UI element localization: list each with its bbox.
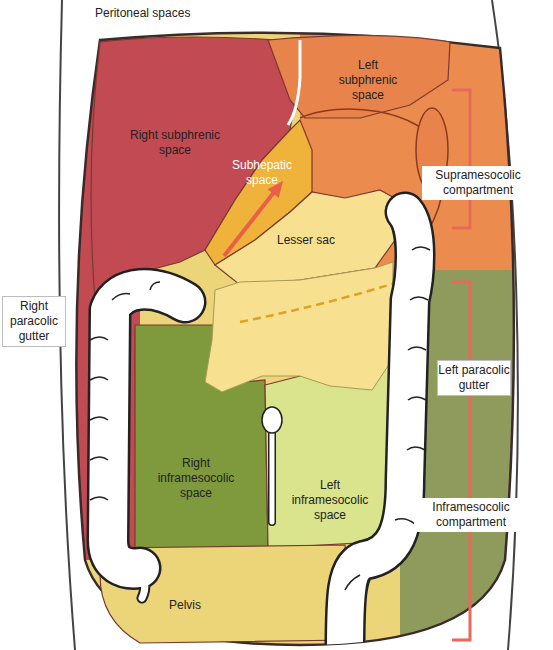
region-shape [262, 358, 417, 553]
appendix [135, 565, 145, 598]
haustra [90, 247, 430, 590]
mesocolon-dash [240, 284, 392, 322]
region-shape [130, 320, 275, 555]
region-label: Pelvis [155, 598, 215, 613]
ascending-colon [108, 289, 185, 568]
region-fill [215, 190, 398, 285]
space-region: Left subphrenic space [265, 28, 455, 123]
region-label: Left inframesocolic space [285, 478, 375, 523]
left-gutter-fill [400, 270, 553, 650]
region-label: Right inframesocolic space [151, 456, 241, 501]
region-label: Right subphrenic space [120, 128, 230, 158]
region-label: Subhepatic space [226, 158, 298, 188]
annotation-label: Left paracolic gutter [437, 360, 511, 396]
colon-outline [345, 212, 415, 650]
region-fill [135, 325, 268, 550]
annotation-label: Inframesocolic compartment [414, 498, 528, 532]
region-fill [268, 35, 450, 118]
cavity-outline [76, 33, 514, 645]
mesentery-root-outline [268, 428, 276, 522]
region-fill [265, 362, 410, 548]
space-region: Left inframesocolic space [262, 358, 417, 553]
space-region: Pelvis [95, 540, 355, 648]
falciform-line [288, 40, 300, 125]
region-label: Lesser sac [266, 233, 346, 248]
descending-colon [345, 212, 415, 650]
compartment-bracket [452, 282, 470, 640]
appendix-outline [135, 565, 145, 598]
annotation-label: Supramesocolic compartment [422, 166, 534, 200]
region-fill [100, 545, 350, 643]
region-label: Left subphrenic space [332, 58, 404, 103]
compartment-bracket [452, 90, 470, 228]
space-region: Right inframesocolic space [130, 320, 275, 555]
diagram-title: Peritoneal spaces [95, 6, 190, 21]
region-shape [95, 540, 355, 648]
mesentery-root [270, 428, 275, 522]
colon-outline [108, 289, 185, 568]
flow-arrow-head [268, 181, 283, 198]
space-region: Lesser sac [210, 185, 402, 290]
mesentery-root-head [262, 407, 282, 433]
annotation-label: Right paracolic gutter [2, 296, 66, 347]
omentum-blob [205, 262, 393, 392]
flow-arrow [224, 191, 275, 256]
